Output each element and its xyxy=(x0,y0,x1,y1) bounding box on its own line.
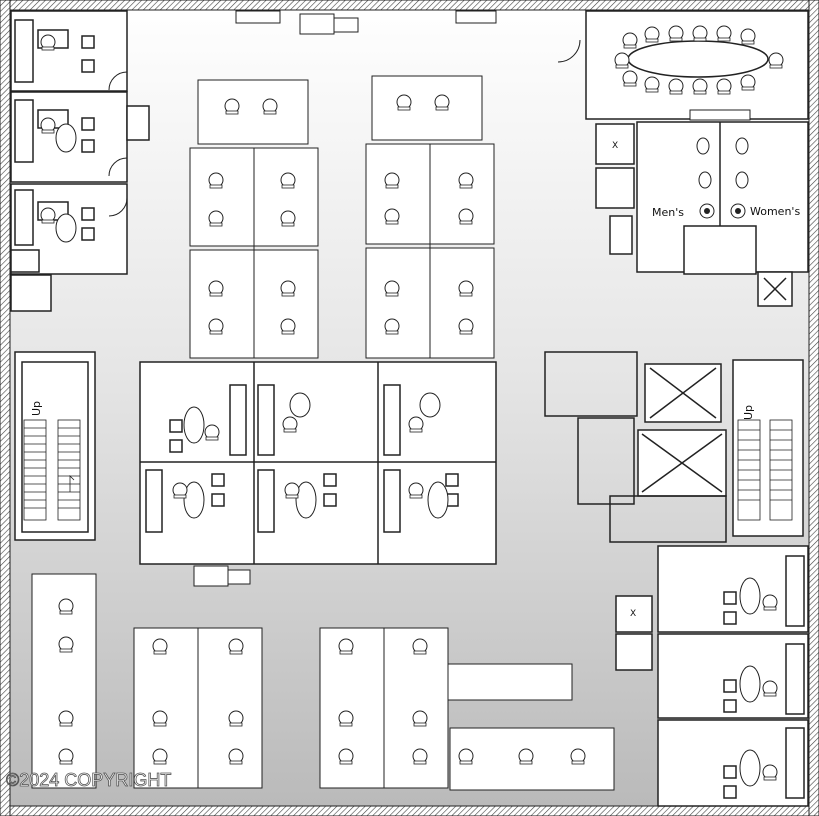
restroom-sign-icon xyxy=(699,203,746,219)
office-block-central xyxy=(139,361,497,565)
copyright-watermark: ©2024 COPYRIGHT xyxy=(6,770,171,790)
elevator-mark-south: X xyxy=(630,609,636,619)
stair-icon xyxy=(23,419,81,521)
copier-icon xyxy=(193,10,497,587)
stair-east xyxy=(737,419,793,521)
mens-restroom-label: Men's xyxy=(652,206,684,219)
stair-label-east: Up xyxy=(742,405,755,420)
restrooms xyxy=(595,121,809,275)
office-block-southeast xyxy=(615,545,809,807)
elevator-mark-north: X xyxy=(612,141,618,151)
stair-label-west: Up xyxy=(30,401,43,416)
womens-restroom-label: Women's xyxy=(750,205,800,218)
door-swing-icon xyxy=(108,39,581,217)
desk-chair-icon xyxy=(183,392,449,519)
toilet-icon xyxy=(689,109,751,189)
conference-table-icon xyxy=(627,40,769,78)
elevator-icon xyxy=(637,271,793,497)
workstations-north xyxy=(189,75,495,359)
